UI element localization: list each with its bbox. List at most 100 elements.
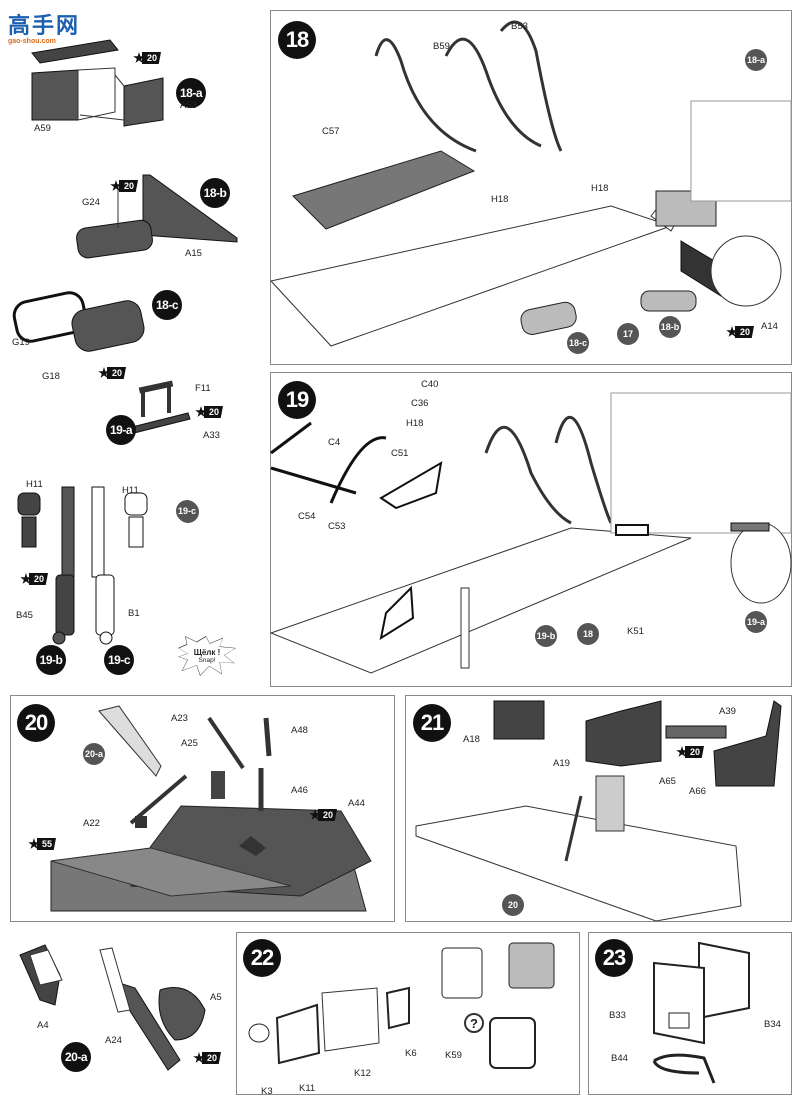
subassembly-badge-20a: 20-a [61,1042,91,1072]
box-drawing [652,941,750,1084]
part-label-h11: H11 [122,485,139,496]
subassembly-19b-19c: H11 H11 20 B45 B1 19-b 19-c [0,475,170,685]
part-label-g24: G24 [82,197,100,208]
part-label-b45: B45 [16,610,33,621]
paint-code-20: 20 [195,406,224,418]
step-23-panel: 23 B33 B34 B44 [588,932,792,1095]
part-label-h18: H18 [406,418,424,429]
part-label-a66: A66 [689,786,706,797]
star-icon [133,52,145,63]
cab-floor-drawing [50,705,372,912]
subassembly-badge-18b: 18-b [200,178,230,208]
subassembly-18a: 18-a 20 A59 A53 [0,30,260,140]
step-21-panel: 21 A18 A39 A19 A65 A66 20 20 [405,695,792,922]
star-icon [195,406,207,417]
part-label-b1: B1 [128,608,140,619]
paint-code-20: 20 [20,573,49,585]
part-label-k59: K59 [445,1050,462,1061]
shock-absorber-drawing [17,486,148,645]
part-label-a48: A48 [291,725,308,736]
part-label-a23: A23 [171,713,188,724]
snap-label-en: Snap! [198,657,216,664]
chassis-drawing [270,20,792,347]
part-label-c51: C51 [391,448,409,459]
headlight-drawing [248,942,555,1069]
watermark-site-name: 高手网 [8,14,81,39]
star-icon [98,367,110,378]
star-icon [20,573,32,584]
reference-badge-18a: 18-a [745,49,767,71]
star-icon [676,746,688,757]
star-icon [193,1052,205,1063]
chassis-drawing [269,392,792,674]
part-label-g18: G18 [42,371,60,382]
part-label-h18: H18 [491,194,509,205]
part-label-a46: A46 [291,785,308,796]
question-mark-icon: ? [464,1013,484,1033]
reference-badge-17: 17 [617,323,639,345]
part-label-c36: C36 [411,398,429,409]
part-label-k12: K12 [354,1068,371,1079]
cab-floor-drawing [415,700,782,922]
part-label-c57: C57 [322,126,340,137]
watermark-logo: 高手网 gao-shou.com [8,8,80,45]
watermark-site-url: gao-shou.com [8,38,56,45]
reference-badge-19c: 19-c [176,500,198,522]
subassembly-badge-18c: 18-c [152,290,182,320]
part-label-a19: A19 [553,758,570,769]
bracket-drawing [76,174,238,259]
star-icon [309,809,321,820]
paint-code-20: 20 [98,367,127,379]
star-icon [726,326,738,337]
part-label-a65: A65 [659,776,676,787]
part-label-a15: A15 [185,248,202,259]
reference-badge-18b: 18-b [659,316,681,338]
subassembly-badge-19b: 19-b [36,645,66,675]
step-19-panel: 19 C40 C36 H18 C4 C51 C54 C53 K51 19-c 1… [177,372,792,687]
part-label-b44: B44 [611,1053,628,1064]
part-label-a53: A53 [180,100,197,111]
paint-code-20: 20 [726,326,755,338]
part-label-c40: C40 [421,379,439,390]
reference-badge-18: 18 [577,623,599,645]
part-label-k3: K3 [261,1086,273,1097]
subassembly-badge-19a: 19-a [106,415,136,445]
step-number-badge: 18 [278,21,316,59]
subassembly-18c: 18-c G19 G18 20 [0,285,260,382]
part-label-c4: C4 [328,437,341,448]
star-icon [110,180,122,191]
lever-drawing [19,944,206,1071]
part-label-a22: A22 [83,818,100,829]
part-label-h18: H18 [591,183,609,194]
part-label-c53: C53 [328,521,346,532]
subassembly-19a: 19-a F11 20 A33 [0,375,260,455]
part-label-h11: H11 [26,479,43,490]
paint-code-20: 20 [676,746,705,758]
paint-code-20: 20 [110,180,139,192]
part-label-a18: A18 [463,734,480,745]
part-label-a4: A4 [37,1020,49,1031]
part-label-a5: A5 [210,992,222,1003]
reference-badge-19a: 19-a [745,611,767,633]
battery-box-drawing [31,39,164,127]
part-label-g19: G19 [12,337,30,348]
reference-badge-20: 20 [502,894,524,916]
step-number-badge: 23 [595,939,633,977]
tank-drawing [12,291,145,352]
part-label-a14: A14 [761,321,778,332]
paint-code-55: 55 [28,838,57,850]
part-label-f11: F11 [195,383,211,394]
part-label-b34: B34 [764,1019,781,1030]
reference-badge-19b: 19-b [535,625,557,647]
snap-callout: Щёлк ! Snap! [178,636,236,676]
part-label-a25: A25 [181,738,198,749]
step-20-panel: 20 20-a A23 A48 A25 A46 A44 A22 20 55 [10,695,395,922]
part-label-a24: A24 [105,1035,122,1046]
part-label-b53: B53 [511,21,528,32]
step-number-badge: 22 [243,939,281,977]
step-number-badge: 20 [17,704,55,742]
snap-label-ru: Щёлк ! [193,648,221,657]
part-label-k11: K11 [299,1083,316,1094]
step-22-panel: 22 K3 K11 K12 K6 K59 ? [236,932,580,1097]
subassembly-badge-18a: 18-a [176,78,206,108]
